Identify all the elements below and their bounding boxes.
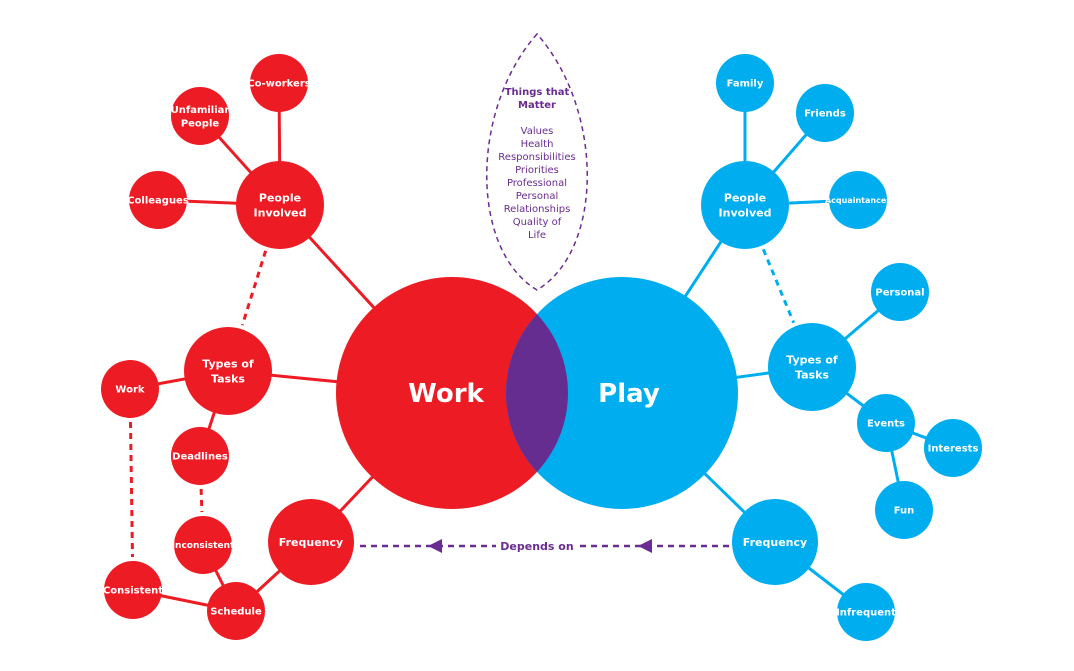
play-label: Play [598,379,660,409]
label-p_friends: Friends [804,109,846,120]
node-w_unfamiliar [171,87,229,145]
label-p_frequency: Frequency [743,536,807,549]
node-circles [101,54,982,641]
label-p_family-line-1: Family [727,79,764,90]
depends-on-label: Depends on [500,540,573,553]
label-w_work-line-1: Work [115,385,144,396]
label-w_schedule: Schedule [210,607,262,618]
label-w_inconsistent: Inconsistent [172,541,235,551]
matter-item-1: Values [521,126,554,137]
label-w_work: Work [115,385,144,396]
node-p_infrequent [837,583,895,641]
arrowhead-right [638,539,652,553]
node-w_deadlines [171,427,229,485]
label-w_coworkers: Co-workers [247,79,310,90]
label-p_interests-line-1: Interests [928,444,979,455]
work-circle [336,277,568,509]
label-p_events: Events [867,419,905,430]
node-p_personal [871,263,929,321]
label-p_types: Types of Tasks [786,353,838,381]
work-label: Work [408,379,484,409]
node-w_types [184,327,272,415]
label-w_inconsistent-line-1: Inconsistent [172,541,235,551]
matter-item-8: Quality of [513,217,562,228]
label-p_infrequent-line-1: Infrequent [836,608,896,619]
label-p_types-line-2: Tasks [795,368,829,381]
label-p_personal: Personal [875,288,924,299]
matter-item-2: Health [521,139,554,150]
node-w_work [101,360,159,418]
node-p_types [768,323,856,411]
matter-title-line-2: Matter [518,100,556,111]
label-w_deadlines: Deadlines [172,452,228,463]
label-p_personal-line-1: Personal [875,288,924,299]
label-w_consistent-line-1: Consistent [103,586,163,597]
label-w_types-line-1: Types of [202,357,254,370]
label-p_events-line-1: Events [867,419,905,430]
node-p_friends [796,84,854,142]
things-that-matter-shape [486,32,588,291]
label-w_colleagues-line-1: Colleagues [127,196,189,207]
play-circle [506,277,738,509]
node-w_colleagues [129,171,187,229]
node-w_frequency [268,499,354,585]
label-w_people-line-2: Involved [254,206,307,219]
dashed-connector-w_deadlines-w_inconsistent [199,488,204,513]
label-p_frequency-line-1: Frequency [743,536,807,549]
dashed-connector-p_people-p_types [761,248,796,324]
label-p_friends-line-1: Friends [804,109,846,120]
node-p_acq [829,171,887,229]
label-p_infrequent: Infrequent [836,608,896,619]
dashed-connector-w_people-w_types [240,250,268,326]
label-p_fun: Fun [894,506,915,517]
matter-item-5: Professional [507,178,567,189]
node-w_people [236,161,324,249]
label-p_acq-line-1: Acquaintances [825,196,891,205]
matter-item-9: Life [528,230,546,241]
node-p_frequency [732,499,818,585]
dashed-connector-w_work-w_consistent [128,421,135,558]
label-p_interests: Interests [928,444,979,455]
matter-item-4: Priorities [515,165,559,176]
label-w_schedule-line-1: Schedule [210,607,262,618]
label-p_family: Family [727,79,764,90]
matter-item-3: Responsibilities [498,152,575,163]
depends-on-backdrop [496,537,578,555]
node-p_fun [875,481,933,539]
label-p_fun-line-1: Fun [894,506,915,517]
node-p_people [701,161,789,249]
label-p_people-line-1: People [724,191,766,204]
matter-title-line-1: Things that [505,87,570,98]
node-p_events [857,394,915,452]
label-w_unfamiliar-line-1: Unfamiliar [171,105,230,116]
label-p_acq: Acquaintances [825,196,891,205]
label-w_frequency: Frequency [279,536,343,549]
matter-item-6: Personal [516,191,559,202]
node-p_family [716,54,774,112]
label-p_types-line-1: Types of [786,353,838,366]
label-w_types-line-2: Tasks [211,372,245,385]
node-p_interests [924,419,982,477]
node-w_schedule [207,582,265,640]
label-p_people-line-2: Involved [719,206,772,219]
label-w_unfamiliar-line-2: People [181,118,220,129]
label-w_coworkers-line-1: Co-workers [247,79,310,90]
node-w_coworkers [250,54,308,112]
arrowhead-left [428,539,442,553]
label-w_deadlines-line-1: Deadlines [172,452,228,463]
label-w_types: Types of Tasks [202,357,254,385]
label-w_people-line-1: People [259,191,301,204]
label-w_consistent: Consistent [103,586,163,597]
node-w_consistent [104,561,162,619]
node-w_inconsistent [174,516,232,574]
label-w_frequency-line-1: Frequency [279,536,343,549]
label-w_colleagues: Colleagues [127,196,189,207]
matter-item-7: Relationships [504,204,571,215]
